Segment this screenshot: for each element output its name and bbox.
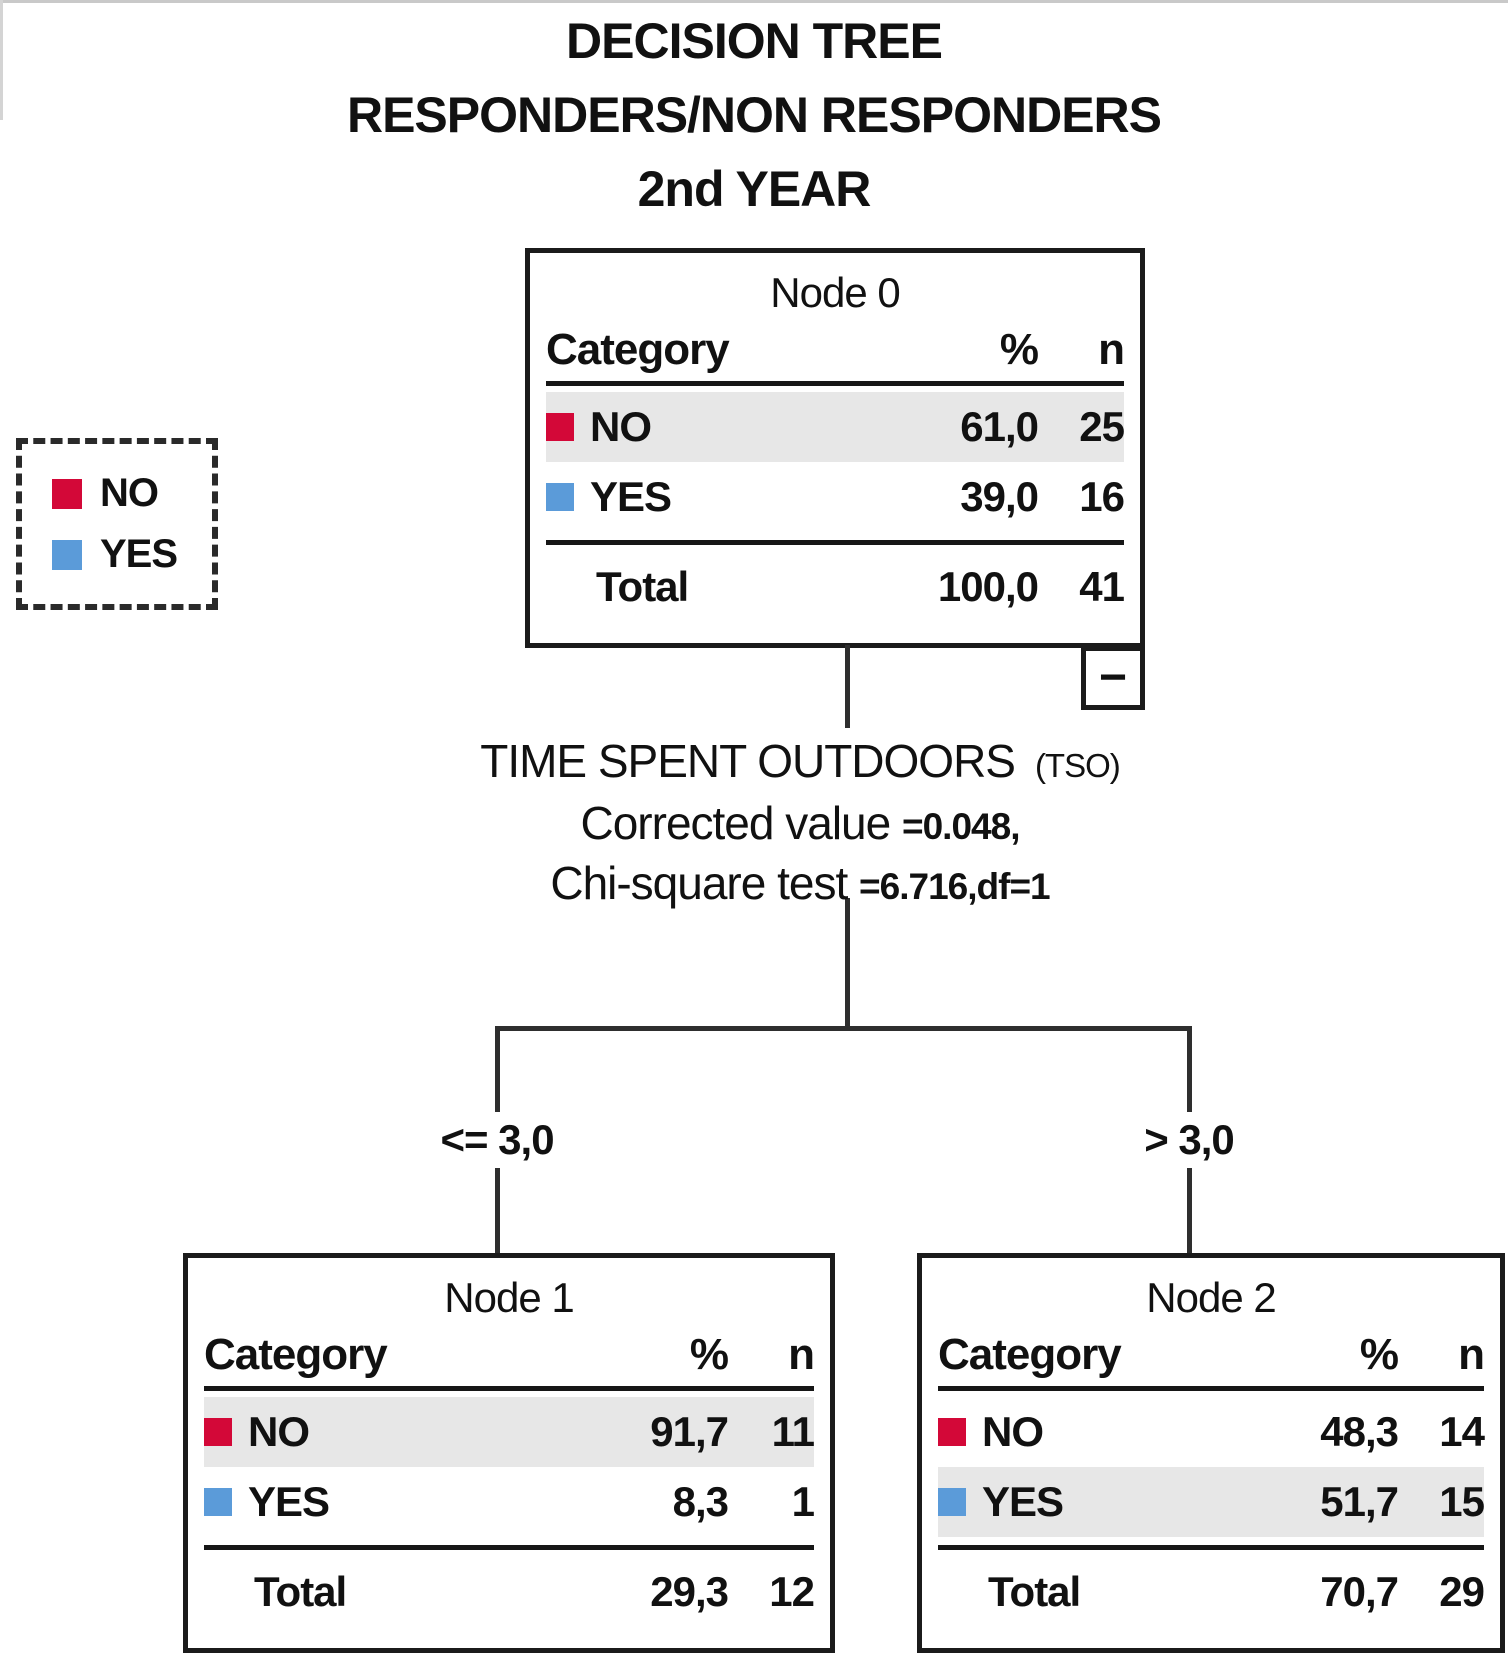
row-n: 16	[1079, 473, 1125, 520]
legend-label-yes: YES	[100, 532, 178, 576]
row-label: NO	[590, 403, 652, 450]
node-1-title: Node 1	[444, 1274, 574, 1321]
row-n: 25	[1079, 403, 1125, 450]
node-0-box[interactable]: Node 0 Category % n NO 61,0 25 YES 39,0	[525, 248, 1145, 648]
total-percent: 100,0	[937, 563, 1039, 610]
total-n: 41	[1079, 563, 1125, 610]
frame-line-left	[0, 0, 3, 120]
split-variable-name: TIME SPENT OUTDOORS	[480, 735, 1016, 787]
total-percent: 70,7	[1320, 1568, 1399, 1615]
legend: NO YES	[16, 438, 218, 610]
node-0-total-row: Total 100,0 41	[546, 545, 1125, 611]
row-n: 14	[1439, 1408, 1485, 1455]
edge-split-to-branch	[845, 898, 850, 1026]
table-row-yes: YES 39,0 16	[546, 462, 1125, 532]
split-variable-abbr: (TSO)	[1034, 747, 1121, 784]
row-percent: 61,0	[960, 403, 1039, 450]
split-variable-line: TIME SPENT OUTDOORS (TSO)	[100, 732, 1500, 795]
total-label: Total	[596, 563, 689, 610]
row-label: YES	[590, 473, 672, 520]
row-label: YES	[248, 1478, 330, 1525]
node-2-total-row: Total 70,7 29	[938, 1550, 1485, 1616]
collapse-node0-button[interactable]: −	[1081, 646, 1145, 710]
legend-item-yes: YES	[52, 532, 212, 577]
yes-swatch-icon	[938, 1488, 966, 1516]
frame-line-top	[0, 0, 1508, 3]
header-category: Category	[938, 1330, 1122, 1379]
node-2-title: Node 2	[1146, 1274, 1276, 1321]
row-percent: 39,0	[960, 473, 1039, 520]
legend-swatch-no	[52, 478, 82, 509]
yes-swatch-icon	[204, 1488, 232, 1516]
total-percent: 29,3	[650, 1568, 729, 1615]
total-label: Total	[988, 1568, 1081, 1615]
total-n: 12	[769, 1568, 815, 1615]
node-1-box[interactable]: Node 1 Category % n NO 91,7 11 YES 8,3	[183, 1253, 835, 1653]
header-n: n	[1458, 1330, 1485, 1379]
table-row-yes: YES 8,3 1	[204, 1467, 815, 1537]
table-row-no: NO 48,3 14	[938, 1397, 1485, 1467]
legend-swatch-yes	[52, 539, 82, 570]
row-percent: 8,3	[672, 1478, 729, 1525]
row-percent: 91,7	[650, 1408, 729, 1455]
header-percent: %	[1359, 1330, 1399, 1379]
row-label: NO	[248, 1408, 310, 1455]
node-2-rows: NO 48,3 14 YES 51,7 15	[938, 1391, 1485, 1550]
header-percent: %	[999, 325, 1039, 374]
stat1-label: Corrected value	[580, 797, 892, 849]
row-percent: 51,7	[1320, 1478, 1399, 1525]
row-label: NO	[982, 1408, 1044, 1455]
title-line-1: DECISION TREE	[566, 13, 943, 69]
node-2-table-header: Category % n	[938, 1330, 1485, 1391]
edge-node0-to-split	[845, 645, 850, 728]
chart-title: DECISION TREE RESPONDERS/NON RESPONDERS …	[0, 4, 1508, 226]
node-2-box[interactable]: Node 2 Category % n NO 48,3 14 YES 51,7	[917, 1253, 1505, 1653]
no-swatch-icon	[204, 1418, 232, 1446]
table-row-yes: YES 51,7 15	[938, 1467, 1485, 1537]
title-line-3: 2nd YEAR	[637, 161, 872, 217]
node-1-rows: NO 91,7 11 YES 8,3 1	[204, 1391, 815, 1550]
stat2-value: =6.716,df=1	[859, 866, 1051, 907]
node-0-table-header: Category % n	[546, 325, 1125, 386]
table-row-no: NO 61,0 25	[546, 392, 1125, 462]
no-swatch-icon	[546, 413, 574, 441]
row-n: 15	[1439, 1478, 1485, 1525]
split-stat-2: Chi-square test =6.716,df=1	[100, 855, 1500, 915]
branch-label-right: > 3,0	[1132, 1112, 1246, 1168]
yes-swatch-icon	[546, 483, 574, 511]
header-n: n	[1098, 325, 1125, 374]
stat2-label: Chi-square test	[550, 857, 848, 909]
header-category: Category	[546, 325, 730, 374]
row-n: 11	[771, 1408, 815, 1455]
branch-horizontal-line	[495, 1026, 1192, 1031]
row-n: 1	[791, 1478, 815, 1525]
split-stat-1: Corrected value =0.048,	[100, 795, 1500, 855]
header-n: n	[788, 1330, 815, 1379]
node-0-title: Node 0	[770, 269, 900, 316]
legend-item-no: NO	[52, 471, 212, 516]
node-1-table-header: Category % n	[204, 1330, 815, 1391]
table-row-no: NO 91,7 11	[204, 1397, 815, 1467]
total-n: 29	[1439, 1568, 1485, 1615]
stat1-value: =0.048,	[902, 806, 1020, 847]
node-0-rows: NO 61,0 25 YES 39,0 16	[546, 386, 1125, 545]
row-label: YES	[982, 1478, 1064, 1525]
split-statistics: TIME SPENT OUTDOORS (TSO) Corrected valu…	[100, 732, 1500, 915]
title-line-2: RESPONDERS/NON RESPONDERS	[346, 87, 1162, 143]
total-label: Total	[254, 1568, 347, 1615]
header-percent: %	[689, 1330, 729, 1379]
legend-label-no: NO	[100, 471, 159, 515]
minus-icon: −	[1098, 651, 1128, 704]
node-1-total-row: Total 29,3 12	[204, 1550, 815, 1616]
branch-label-left: <= 3,0	[428, 1112, 566, 1168]
header-category: Category	[204, 1330, 388, 1379]
row-percent: 48,3	[1320, 1408, 1399, 1455]
no-swatch-icon	[938, 1418, 966, 1446]
